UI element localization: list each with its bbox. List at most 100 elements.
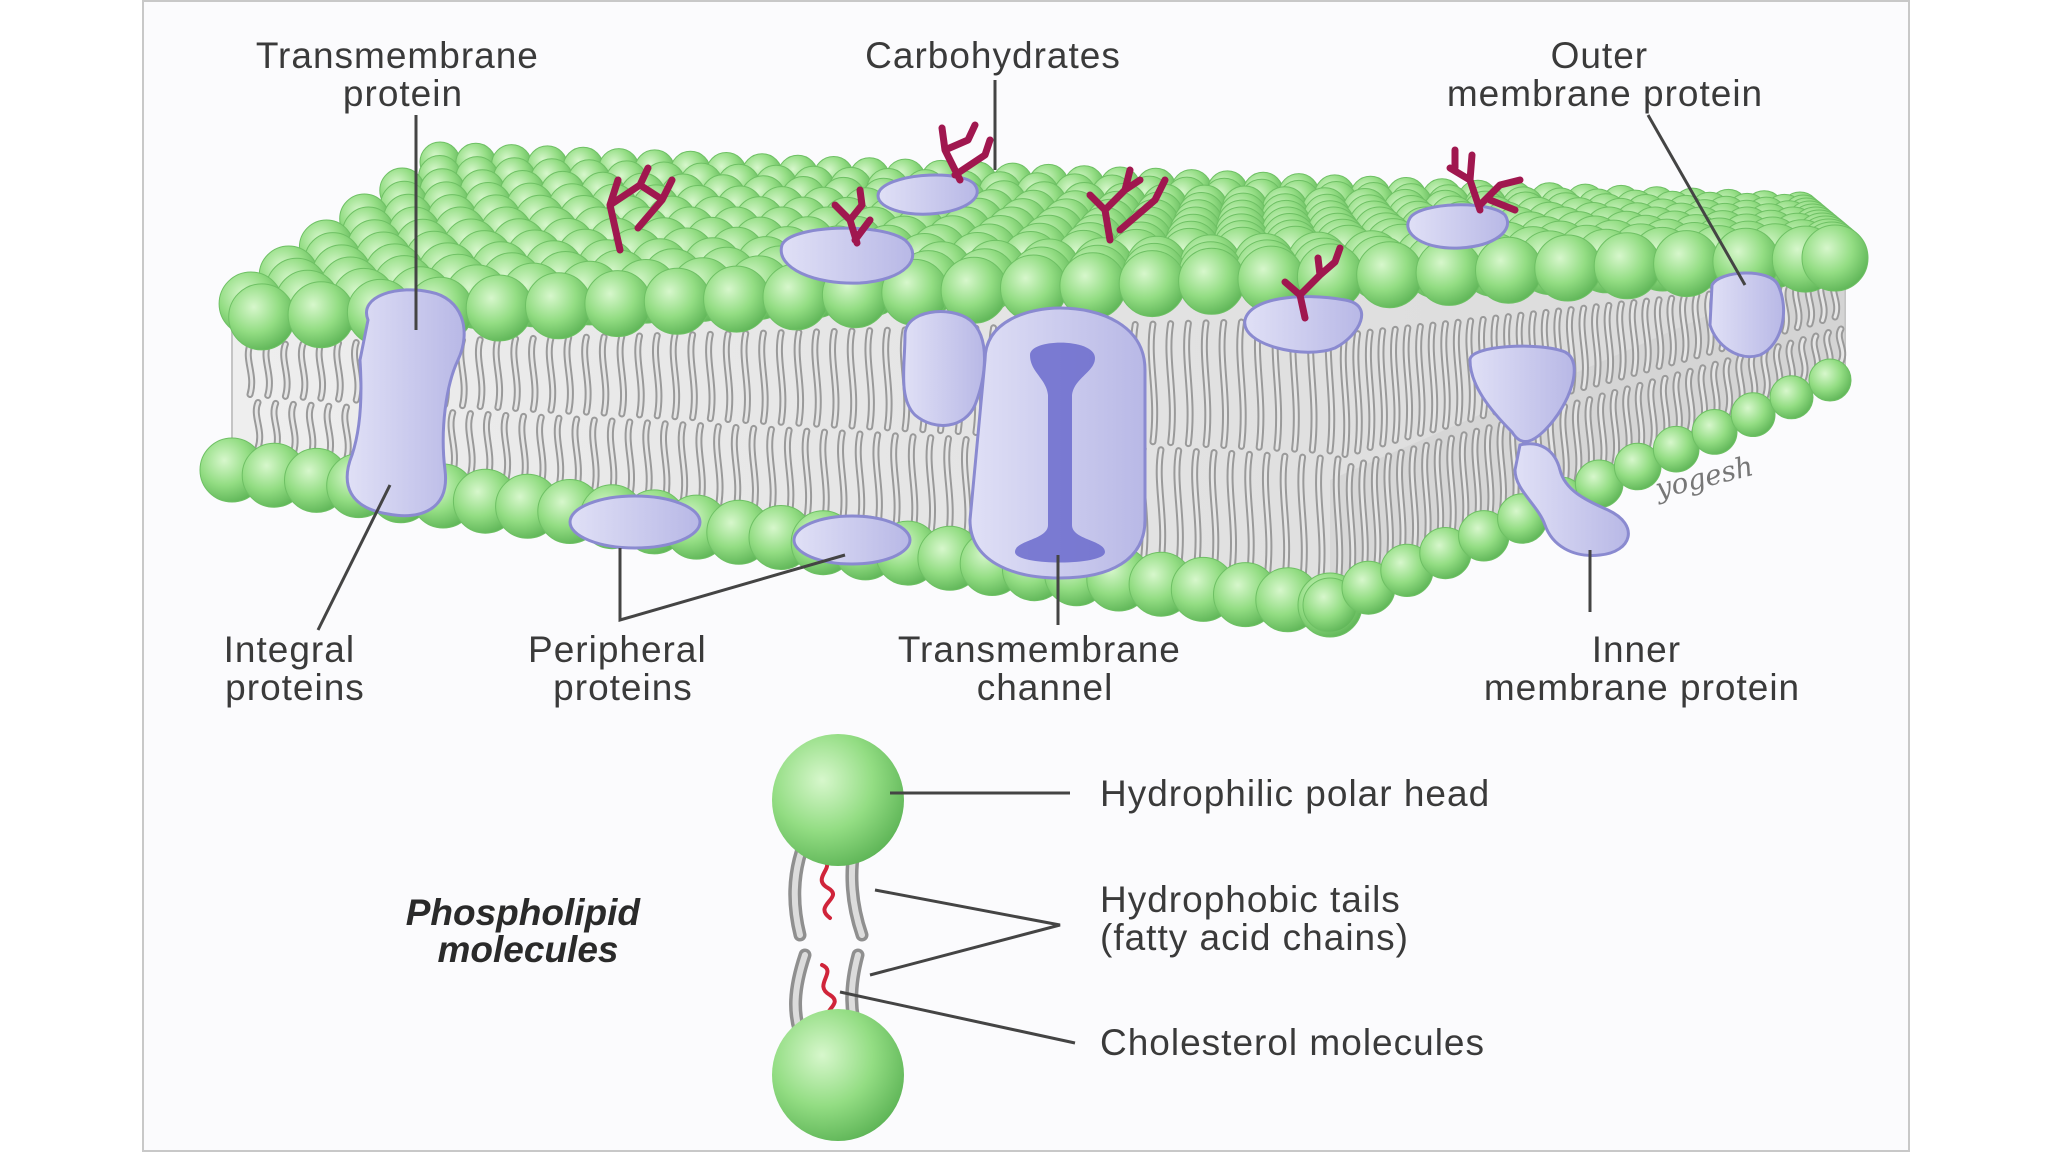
lipid-tail bbox=[1354, 332, 1361, 453]
lipid-tail bbox=[476, 338, 484, 409]
lipid-head bbox=[1730, 392, 1776, 438]
lipid-head bbox=[1769, 375, 1814, 420]
lipid-tail bbox=[1668, 296, 1675, 365]
lipid-head bbox=[1653, 230, 1721, 298]
lipid-tail bbox=[760, 331, 767, 423]
lipid-tail bbox=[644, 421, 651, 500]
lipid-tail bbox=[874, 433, 881, 529]
surface-protein-3 bbox=[1406, 203, 1509, 250]
lipid-tail bbox=[653, 334, 661, 418]
lipid-tail bbox=[1417, 325, 1424, 435]
lipid-tail bbox=[1724, 359, 1732, 415]
lipid-tail bbox=[512, 337, 519, 410]
lipid-tail bbox=[1317, 456, 1324, 586]
lipid-tail bbox=[618, 334, 626, 416]
lipid-head bbox=[1178, 247, 1246, 315]
cholesterol-icon bbox=[819, 858, 837, 1027]
lipid-tail bbox=[1454, 320, 1462, 425]
lipid-tail bbox=[538, 415, 545, 486]
lipid-tail bbox=[353, 341, 360, 402]
lipid-tail bbox=[530, 336, 537, 411]
lipid-tail bbox=[600, 335, 608, 415]
lipid-tail bbox=[636, 334, 643, 417]
lipid-tail bbox=[856, 432, 864, 527]
lipid-tail bbox=[777, 331, 785, 424]
lipid-tail bbox=[1410, 447, 1418, 556]
lipid-head bbox=[287, 281, 355, 349]
lipid-tail bbox=[671, 333, 679, 419]
lipid-tail bbox=[1611, 390, 1619, 466]
lipid-head bbox=[703, 265, 771, 333]
lipid-tail bbox=[1681, 295, 1688, 361]
lipid-tail bbox=[962, 438, 970, 540]
lipid-tail bbox=[555, 416, 563, 488]
lipid-tail bbox=[892, 434, 899, 531]
lipid-tail bbox=[909, 435, 917, 534]
lipid-tail bbox=[707, 332, 714, 421]
lipid-tail bbox=[1185, 321, 1192, 446]
lipid-tail bbox=[1220, 320, 1227, 447]
lipid-tail bbox=[1618, 302, 1625, 379]
lipid-tail bbox=[1246, 452, 1253, 577]
lipid-tail bbox=[583, 335, 590, 414]
lipid-tail bbox=[679, 423, 687, 504]
peripheral-protein-1 bbox=[568, 494, 702, 550]
lipid-head bbox=[228, 283, 296, 351]
label-outer-membrane-protein: Outer membrane protein bbox=[1447, 35, 1763, 114]
lipid-tail bbox=[1167, 322, 1174, 445]
lipid-tail bbox=[1643, 299, 1650, 372]
lipid-tail bbox=[1210, 451, 1218, 572]
phospholipid-molecule bbox=[772, 734, 904, 1141]
label-hydrophilic-head: Hydrophilic polar head bbox=[1100, 773, 1490, 814]
lipid-tail bbox=[1442, 322, 1449, 428]
lipid-head bbox=[1534, 234, 1602, 302]
lipid-tail bbox=[1238, 320, 1245, 448]
lipid-tail bbox=[467, 412, 474, 477]
lipid-tail bbox=[813, 330, 820, 426]
lipid-tail bbox=[732, 426, 740, 511]
lipid-tail bbox=[282, 342, 289, 398]
lipid-tail bbox=[750, 426, 757, 513]
lipid-tail bbox=[1193, 450, 1200, 570]
lipid-head bbox=[1652, 425, 1700, 473]
lipid-tail bbox=[1157, 448, 1165, 565]
lipid-tail bbox=[1334, 457, 1342, 588]
lipid-tail bbox=[1693, 294, 1701, 358]
lipid-tail bbox=[1580, 306, 1587, 390]
lipid-tail bbox=[795, 330, 803, 425]
label-carbohydrates: Carbohydrates bbox=[865, 35, 1121, 76]
lipid-tail bbox=[502, 413, 510, 482]
lipid-tail bbox=[768, 427, 775, 516]
lipid-tail bbox=[884, 328, 891, 430]
lipid-tail bbox=[626, 420, 634, 498]
lipid-tail bbox=[785, 428, 793, 518]
lipid-tail bbox=[299, 342, 307, 399]
label-inner-membrane-protein: Inner membrane protein bbox=[1484, 629, 1800, 708]
lipid-tail bbox=[1281, 454, 1289, 581]
inner-membrane-protein bbox=[1468, 344, 1630, 557]
lipid-tail bbox=[803, 429, 811, 520]
lipid-head bbox=[643, 267, 711, 335]
lipid-tail bbox=[254, 401, 262, 450]
lipid-tail bbox=[831, 329, 838, 427]
lipid-tail bbox=[335, 341, 342, 401]
lipid-head bbox=[1593, 232, 1661, 300]
lipid-head bbox=[1808, 358, 1852, 402]
lipid-tail bbox=[547, 336, 555, 412]
lipid-head bbox=[1691, 409, 1738, 455]
leader-lines bbox=[316, 80, 1747, 1045]
lipid-tail bbox=[1341, 333, 1349, 456]
lipid-head bbox=[584, 270, 652, 338]
lipid-tail bbox=[927, 436, 935, 536]
lipid-tail bbox=[1485, 426, 1493, 522]
lipid-tail bbox=[1561, 405, 1568, 488]
lipid-tail bbox=[1228, 451, 1235, 574]
lipid-tail bbox=[715, 425, 722, 509]
carbohydrate-chains bbox=[606, 121, 1524, 322]
label-peripheral-proteins: Peripheral proteins bbox=[528, 629, 718, 708]
lipid-tail bbox=[839, 431, 846, 525]
lipid-tail bbox=[1630, 301, 1638, 375]
label-transmembrane-protein: Transmembrane protein bbox=[256, 35, 550, 114]
lipid-tail bbox=[565, 336, 572, 413]
lipid-tail bbox=[1800, 338, 1807, 381]
